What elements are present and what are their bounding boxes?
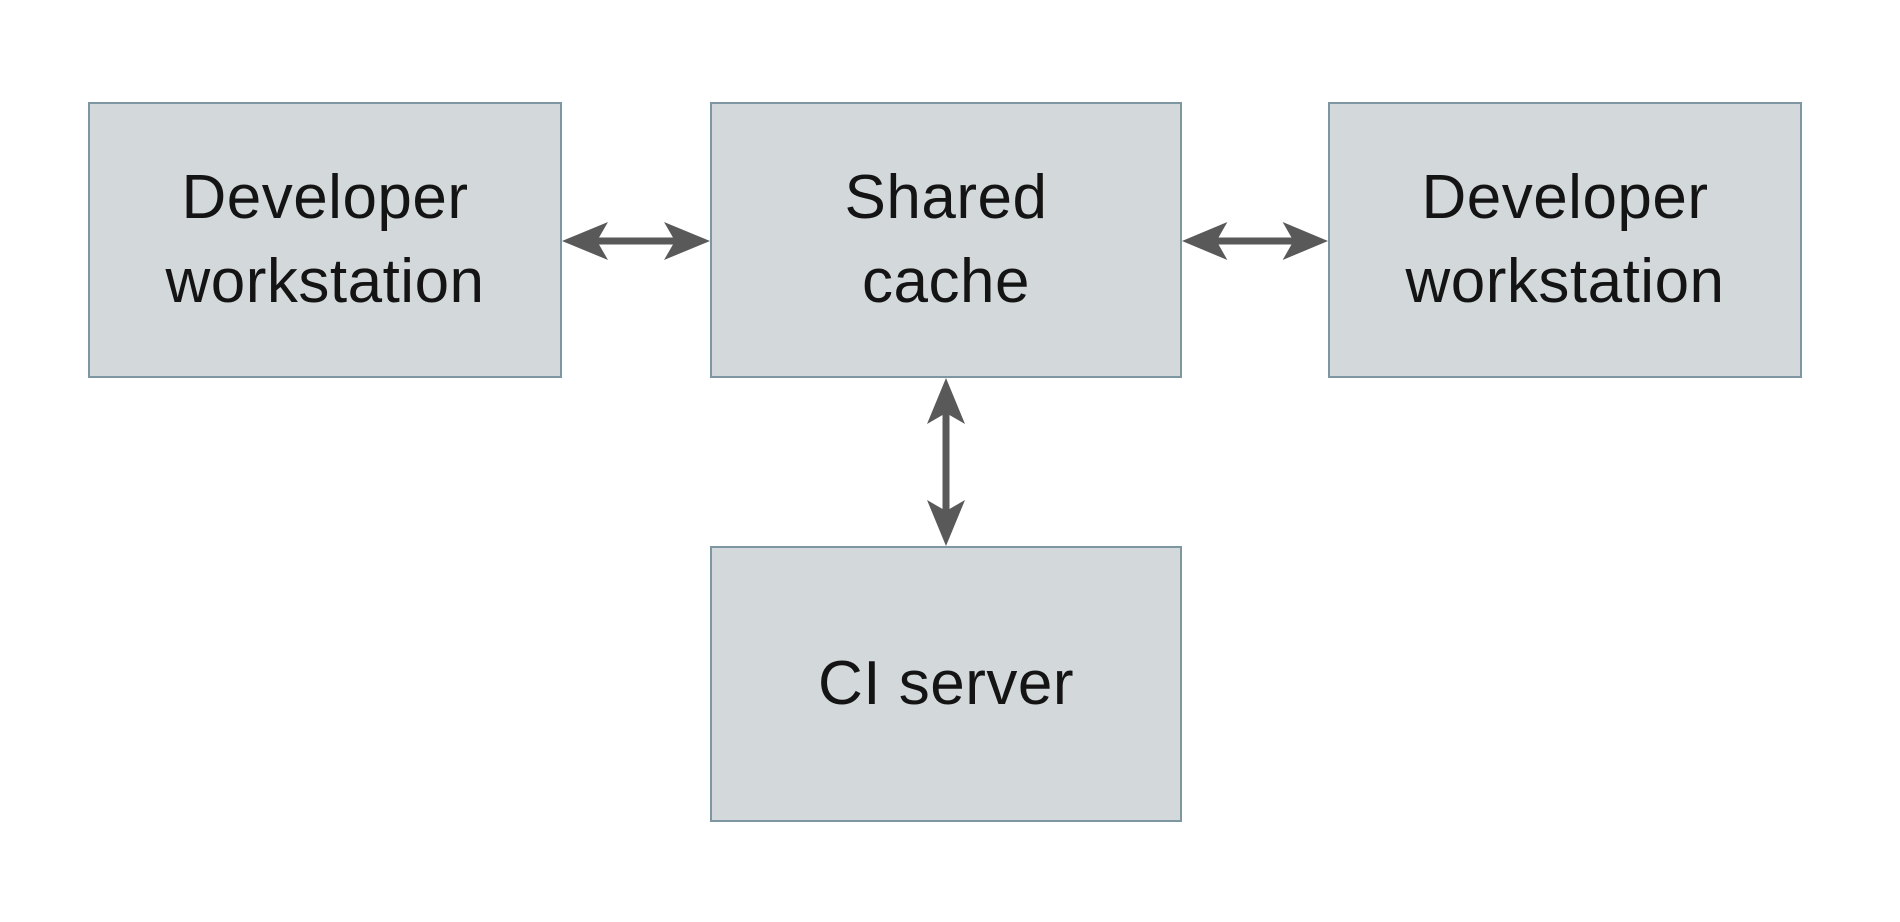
node-ci-server: CI server [710, 546, 1182, 822]
bidirectional-arrow-cache-to-right-icon [1182, 209, 1328, 273]
node-label: CI server [818, 649, 1074, 718]
node-developer-workstation-right: Developer workstation [1328, 102, 1802, 378]
bidirectional-arrow-left-to-cache-icon [562, 209, 710, 273]
node-label: Developer workstation [1405, 163, 1725, 316]
node-developer-workstation-left: Developer workstation [88, 102, 562, 378]
node-label: Developer workstation [165, 163, 485, 316]
node-shared-cache: Shared cache [710, 102, 1182, 378]
bidirectional-arrow-cache-to-ci-icon [914, 378, 978, 546]
node-label: Shared cache [844, 163, 1048, 316]
